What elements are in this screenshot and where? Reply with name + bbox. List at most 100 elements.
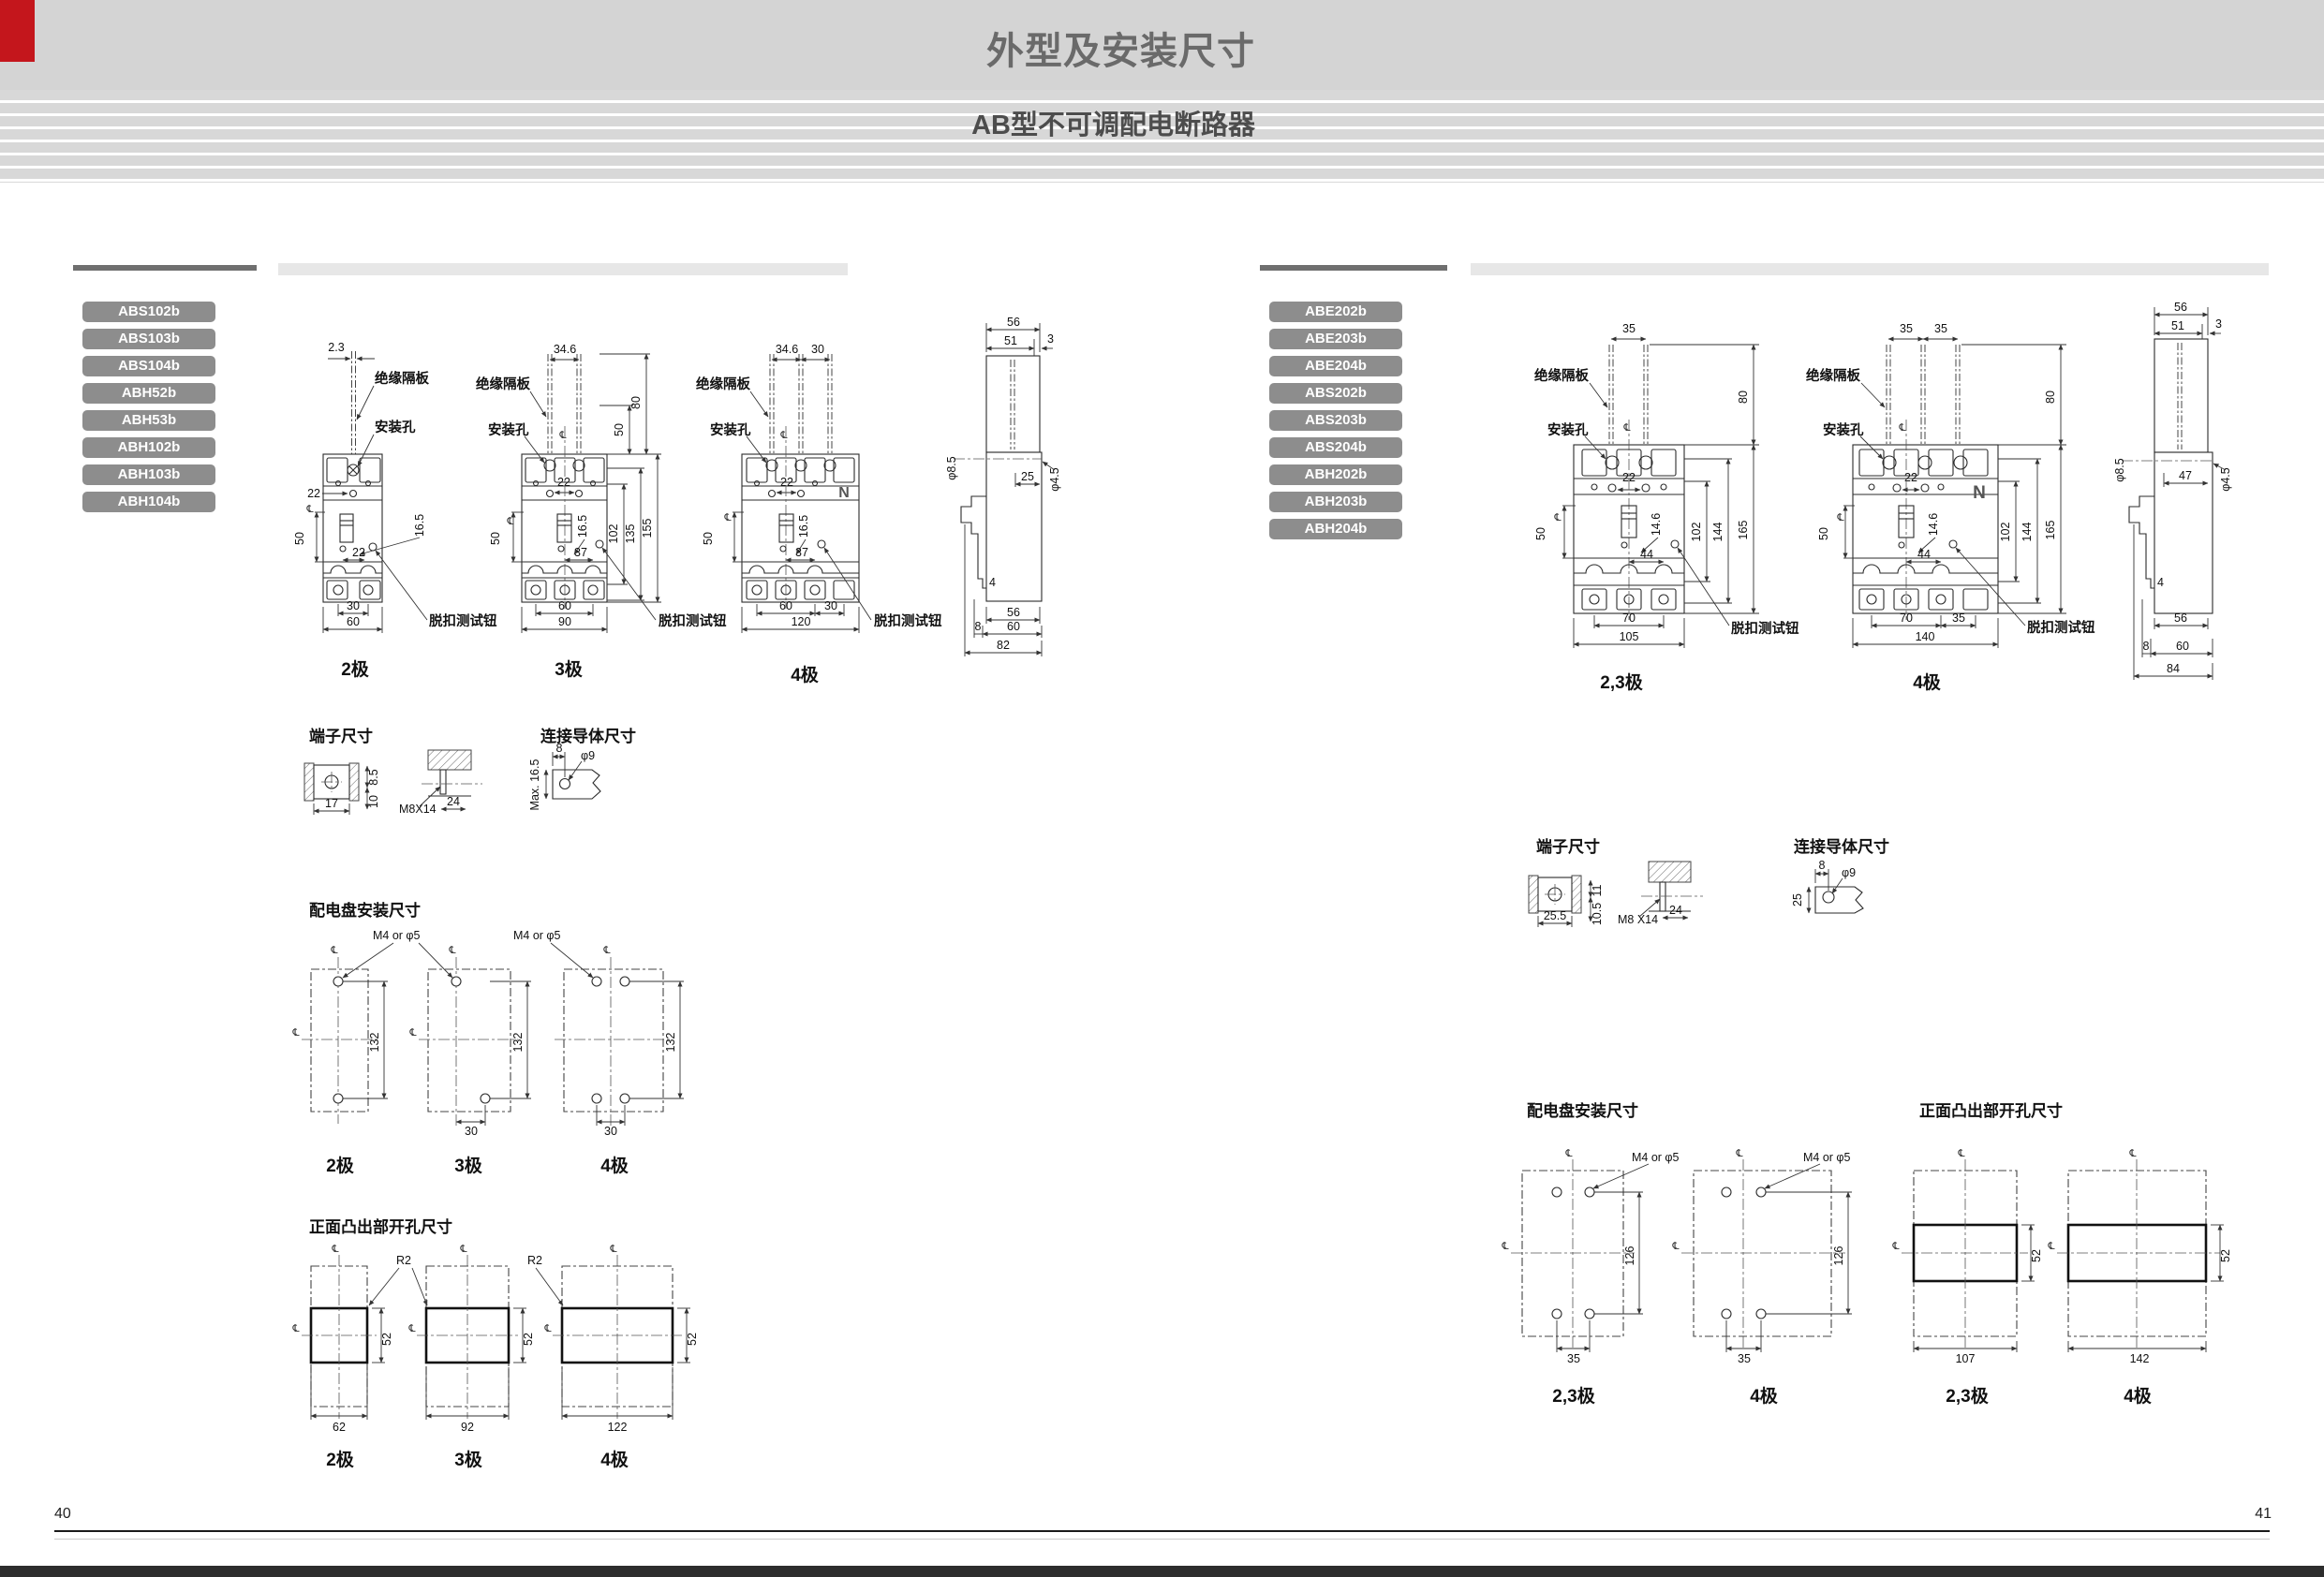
svg-text:120: 120 — [792, 615, 811, 628]
footer-rule-light — [54, 1539, 2270, 1540]
svg-text:Max. 16.5: Max. 16.5 — [528, 759, 541, 811]
svg-text:80: 80 — [629, 396, 643, 409]
model-badge: ABS102b — [82, 302, 215, 322]
footer-rule — [54, 1530, 2270, 1532]
svg-text:22: 22 — [1904, 471, 1917, 484]
svg-text:11: 11 — [1591, 884, 1604, 896]
section-title-cutout-right: 正面凸出部开孔尺寸 — [1919, 1102, 2063, 1120]
caption-4pole: 4极 — [791, 666, 819, 685]
svg-text:φ9: φ9 — [581, 749, 595, 762]
caption-panel-23pole: 2,3极 — [1552, 1387, 1595, 1407]
svg-text:℄: ℄ — [1564, 1148, 1572, 1159]
model-badge: ABS103b — [82, 329, 215, 349]
svg-text:3: 3 — [2215, 317, 2222, 331]
svg-text:52: 52 — [2219, 1249, 2232, 1262]
svg-text:155: 155 — [641, 519, 654, 538]
drawing-right-terminal: 25.5 11 10.5 M8 X14 24 — [1528, 861, 1703, 927]
header-band — [0, 0, 2324, 90]
svg-text:165: 165 — [1737, 521, 1750, 540]
svg-text:142: 142 — [2130, 1352, 2150, 1365]
svg-text:92: 92 — [461, 1421, 474, 1434]
section-title-terminal-right: 端子尺寸 — [1536, 838, 1600, 856]
caption-cutout-23pole: 2,3极 — [1946, 1387, 1989, 1407]
mounting-hole-label: 安装孔 — [375, 419, 416, 435]
svg-text:82: 82 — [997, 639, 1010, 652]
mounting-hole-label: 安装孔 — [1823, 421, 1864, 438]
svg-text:℄: ℄ — [602, 945, 610, 956]
svg-text:52: 52 — [2030, 1249, 2043, 1262]
caption-panel-4pole: 4极 — [600, 1157, 629, 1176]
drawing-right-cutout: ℄ ℄ 52 107 ℄ ℄ 52 142 — [1891, 1148, 2232, 1365]
svg-text:25: 25 — [1791, 893, 1804, 906]
section-title-panel-right: 配电盘安装尺寸 — [1527, 1102, 1638, 1120]
caption-23pole: 2,3极 — [1600, 673, 1643, 693]
drawing-right-4pole-front: 35 35 22 N ℄ 绝缘隔板 安装孔 — [1806, 322, 2095, 648]
model-badge: ABE203b — [1269, 329, 1402, 349]
caption-3pole: 3极 — [555, 660, 583, 680]
model-badge: ABS104b — [82, 356, 215, 376]
section-title-panel-left: 配电盘安装尺寸 — [309, 902, 421, 920]
svg-text:℄: ℄ — [543, 1323, 551, 1334]
caption-panel-4pole-right: 4极 — [1750, 1387, 1778, 1407]
svg-text:44: 44 — [1640, 548, 1653, 561]
right-section-rule-light — [1471, 263, 2269, 275]
drawing-left-4pole-front: 34.6 30 22 N ℄ 绝缘隔板 安装孔 — [696, 343, 942, 633]
svg-text:22: 22 — [557, 476, 570, 489]
svg-text:16.5: 16.5 — [413, 514, 426, 537]
svg-text:34.6: 34.6 — [776, 343, 798, 356]
caption-2pole: 2极 — [341, 660, 369, 680]
page-title: 外型及安装尺寸 — [986, 31, 1255, 72]
svg-text:4: 4 — [2157, 576, 2164, 589]
svg-text:132: 132 — [368, 1033, 381, 1053]
drawing-right-conductor: 8 φ9 25 — [1791, 859, 1864, 914]
insulation-barrier-label: 绝缘隔板 — [375, 370, 429, 387]
caption-cutout-3pole: 3极 — [454, 1451, 482, 1470]
svg-text:℄: ℄ — [331, 1244, 338, 1255]
mounting-hole-label: 安装孔 — [1547, 421, 1589, 438]
chapter-red-tab — [0, 0, 35, 62]
svg-text:35: 35 — [1738, 1352, 1751, 1365]
svg-text:22: 22 — [780, 476, 793, 489]
insulation-barrier-label: 绝缘隔板 — [1806, 367, 1860, 384]
svg-text:M4 or φ5: M4 or φ5 — [373, 929, 421, 942]
svg-text:56: 56 — [2174, 612, 2187, 625]
svg-text:102: 102 — [1690, 523, 1703, 542]
svg-text:126: 126 — [1832, 1246, 1845, 1266]
r2-label: R2 — [396, 1254, 411, 1267]
section-title-terminal-left: 端子尺寸 — [309, 728, 373, 745]
svg-text:M4 or φ5: M4 or φ5 — [1632, 1151, 1680, 1164]
drawing-right-23pole-front: 35 22 ℄ 绝缘隔板 安装孔 ℄ 50 14. — [1534, 322, 1799, 648]
svg-text:10.5: 10.5 — [1591, 903, 1604, 925]
svg-text:22: 22 — [307, 487, 320, 500]
drawing-left-3pole-front: 34.6 22 ℄ 绝缘隔板 安装孔 ℄ 50 1 — [476, 343, 727, 633]
drawing-left-cutout: ℄ ℄ 52 62 R2 ℄ ℄ 52 92 R2 — [291, 1244, 699, 1434]
model-badge: ABS203b — [1269, 410, 1402, 431]
trip-test-label: 脱扣测试钮 — [874, 612, 942, 629]
insulation-barrier-label: 绝缘隔板 — [696, 376, 750, 392]
svg-text:℄: ℄ — [291, 1027, 299, 1039]
page-number-right: 41 — [2255, 1506, 2272, 1522]
svg-text:35: 35 — [1900, 322, 1913, 335]
svg-text:30: 30 — [811, 343, 824, 356]
svg-text:℄: ℄ — [1553, 512, 1561, 523]
svg-text:℄: ℄ — [1957, 1148, 1964, 1159]
svg-text:2.3: 2.3 — [328, 341, 344, 354]
svg-text:60: 60 — [2176, 640, 2189, 653]
svg-text:122: 122 — [608, 1421, 628, 1434]
caption-panel-3pole: 3极 — [454, 1157, 482, 1176]
drawing-left-conductor: 8 φ9 Max. 16.5 — [528, 742, 601, 811]
svg-text:132: 132 — [511, 1033, 525, 1053]
header-stripes — [0, 90, 2324, 183]
svg-text:24: 24 — [1669, 904, 1682, 917]
svg-text:φ8.5: φ8.5 — [945, 456, 958, 480]
svg-text:24: 24 — [447, 795, 460, 808]
svg-text:℄: ℄ — [330, 945, 337, 956]
svg-text:℄: ℄ — [2128, 1148, 2136, 1159]
svg-text:8: 8 — [556, 742, 563, 755]
drawing-right-panel-mounting: ℄ ℄ M4 or φ5 126 35 ℄ ℄ M4 or φ5 126 — [1501, 1148, 1852, 1365]
model-badge: ABH102b — [82, 437, 215, 458]
svg-text:30: 30 — [465, 1125, 478, 1138]
model-badge: ABE202b — [1269, 302, 1402, 322]
